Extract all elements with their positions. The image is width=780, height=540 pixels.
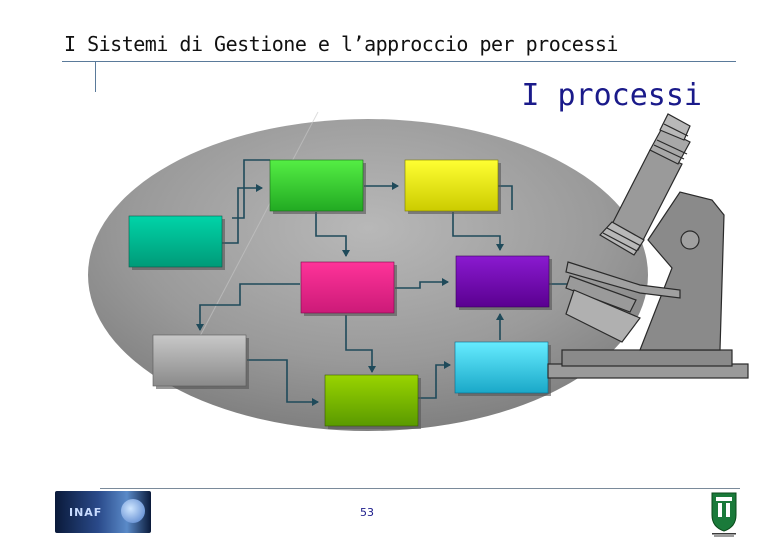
slide-header-title: I Sistemi di Gestione e l’approccio per … xyxy=(64,32,618,56)
process-box-gray xyxy=(152,334,249,389)
connector-yellow-to-purple xyxy=(452,212,504,251)
connector-green-left-loop xyxy=(232,159,270,219)
header-divider xyxy=(62,61,736,62)
process-box-olive xyxy=(324,374,421,429)
connector-teal-to-green xyxy=(222,184,263,244)
page-number: 53 xyxy=(360,506,374,519)
inaf-logo: INAF xyxy=(55,491,151,533)
inaf-logo-planet-icon xyxy=(121,499,145,523)
process-box-yellow xyxy=(404,159,501,214)
microscope-icon xyxy=(547,113,749,379)
connector-magenta-to-gray xyxy=(196,283,300,331)
process-box-green xyxy=(269,159,366,214)
flow-connectors xyxy=(196,159,580,406)
connector-magenta-to-olive xyxy=(345,315,376,373)
slide-subtitle: I processi xyxy=(521,78,702,113)
university-crest-icon xyxy=(711,492,737,537)
header-tick-divider xyxy=(95,62,96,92)
process-box-purple xyxy=(455,255,552,310)
connector-green-to-magenta xyxy=(315,212,350,257)
ellipse-highlight-line xyxy=(177,111,319,379)
process-box-teal xyxy=(128,215,225,270)
connector-olive-to-cyan xyxy=(418,361,451,399)
process-box-cyan xyxy=(454,341,551,396)
connector-gray-to-olive xyxy=(247,359,319,406)
inaf-logo-text: INAF xyxy=(69,506,103,519)
footer-divider xyxy=(100,488,740,489)
process-box-magenta xyxy=(300,261,397,316)
connector-magenta-to-purple xyxy=(395,278,449,289)
connector-yellow-right-branch xyxy=(498,185,513,210)
